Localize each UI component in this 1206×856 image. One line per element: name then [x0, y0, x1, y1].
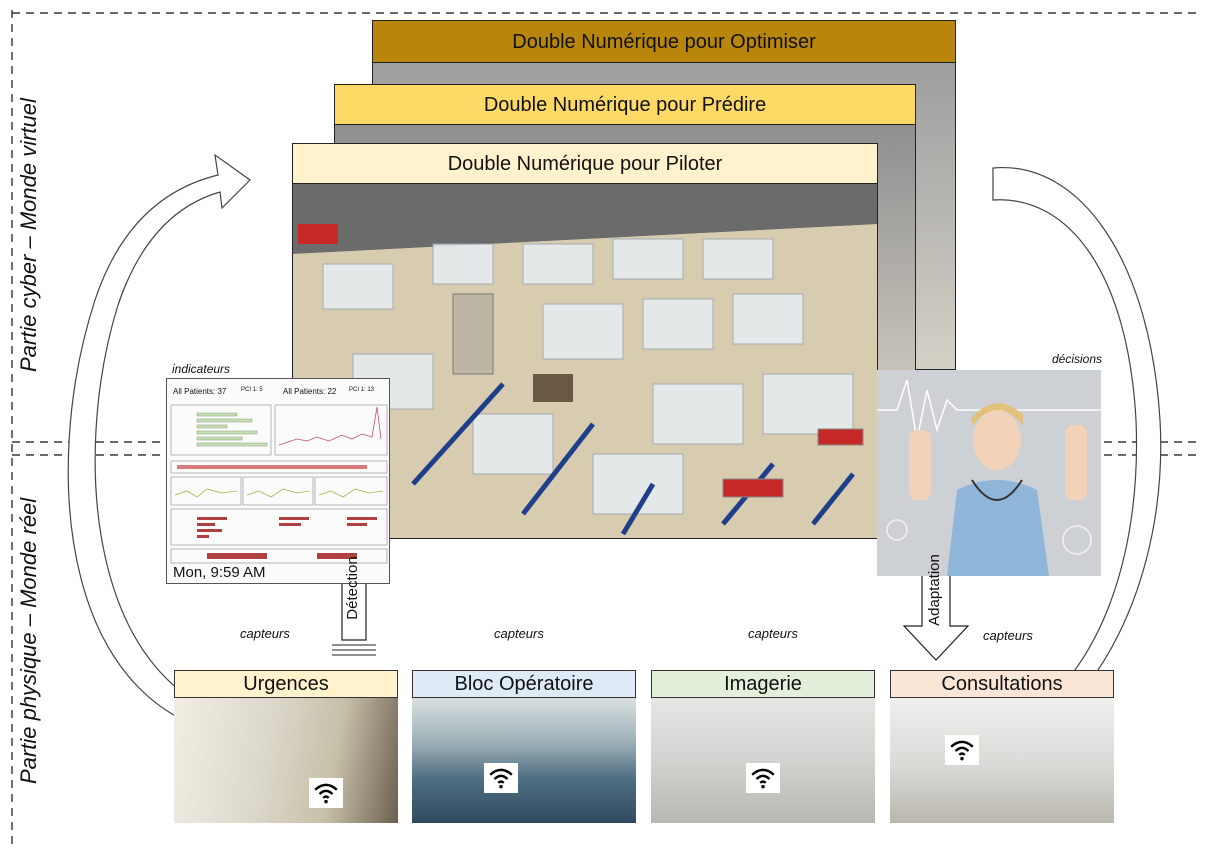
service-title-bloc-operatoire: Bloc Opératoire [412, 670, 636, 698]
dashboard-all-patients-2: All Patients: 22 [283, 387, 337, 396]
dashboard-pci-1: PCI 1: 5 [241, 387, 263, 393]
left-curved-arrow [67, 153, 253, 739]
service-imagerie: Imagerie [651, 670, 875, 823]
twin-title-optimiser: Double Numérique pour Optimiser [373, 21, 955, 63]
cyber-side-label: Partie cyber – Monde virtuel [16, 98, 41, 372]
service-photo-bloc-operatoire [412, 698, 636, 823]
service-photo-imagerie [651, 698, 875, 823]
twin-title-predire: Double Numérique pour Prédire [335, 85, 915, 125]
service-photo-consultations [890, 698, 1114, 823]
service-photo-urgences [174, 698, 398, 823]
adaptation-label: Adaptation [926, 554, 943, 626]
capteurs-label-1: capteurs [240, 626, 290, 641]
indicators-caption: indicateurs [172, 362, 231, 376]
capteurs-label-3: capteurs [748, 626, 798, 641]
service-consultations: Consultations [890, 670, 1114, 823]
hospital-3d-scene [293, 184, 877, 538]
service-bloc-operatoire: Bloc Opératoire [412, 670, 636, 823]
decisions-caption: décisions [1052, 352, 1103, 366]
detection-label: Détection [344, 556, 361, 620]
wifi-icon [945, 735, 979, 765]
nurse-decision-image [877, 370, 1101, 576]
wifi-icon [309, 778, 343, 808]
dashboard-all-patients-1: All Patients: 37 [173, 387, 227, 396]
dashboard-time: Mon, 9:59 AM [173, 564, 266, 581]
wifi-icon [484, 763, 518, 793]
physical-side-label: Partie physique – Monde réel [16, 497, 41, 784]
capteurs-label-2: capteurs [494, 626, 544, 641]
indicators-dashboard: All Patients: 37 PCI 1: 5 All Patients: … [166, 378, 390, 584]
dashboard-pci-2: PCI 1: 13 [349, 387, 375, 393]
twin-title-piloter: Double Numérique pour Piloter [293, 144, 877, 184]
service-title-urgences: Urgences [174, 670, 398, 698]
twin-card-piloter: Double Numérique pour Piloter [292, 143, 878, 539]
service-urgences: Urgences [174, 670, 398, 823]
service-title-consultations: Consultations [890, 670, 1114, 698]
wifi-icon [746, 763, 780, 793]
capteurs-label-4: capteurs [983, 628, 1033, 643]
dashboard-charts [170, 404, 388, 564]
service-title-imagerie: Imagerie [651, 670, 875, 698]
